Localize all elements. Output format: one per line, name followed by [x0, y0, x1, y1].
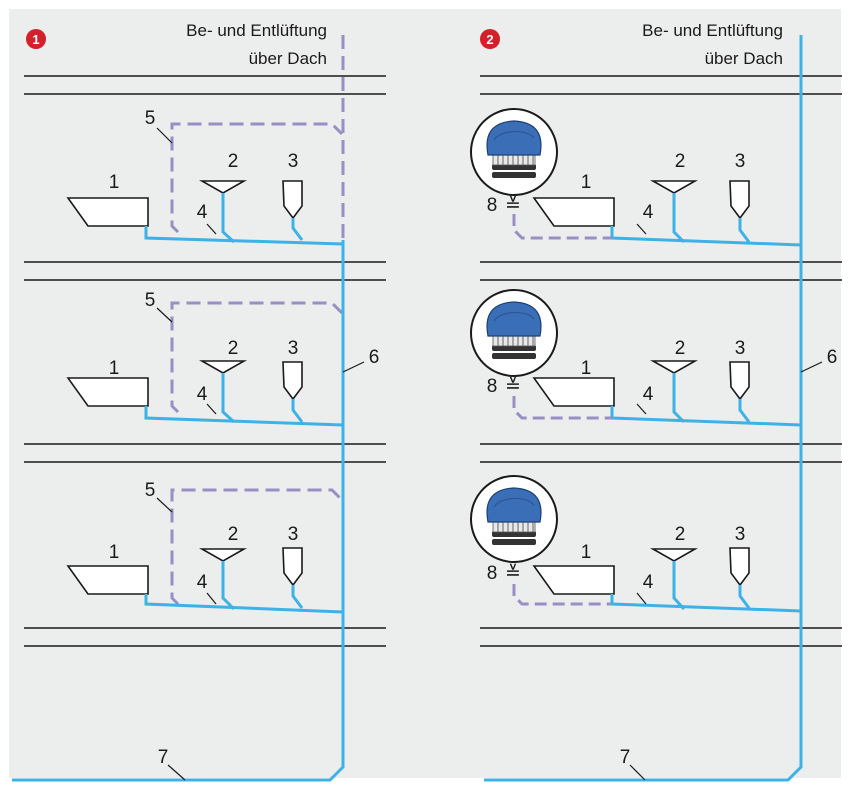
roof-vent-label-line2: über Dach: [705, 49, 783, 68]
floor-drain-icon: [282, 547, 303, 587]
label-2: 2: [228, 151, 239, 172]
branch-pipe: [144, 594, 344, 614]
label-2: 2: [228, 338, 239, 359]
label-1: 1: [109, 542, 120, 563]
floor-drain-icon: [282, 180, 303, 220]
main-stack-pipe: [484, 35, 803, 782]
label-5: 5: [145, 290, 156, 311]
valve-symbol: ≚: [505, 563, 521, 584]
washbasin-icon: [533, 377, 615, 407]
label-8: 8: [487, 563, 498, 584]
slab-line: [479, 443, 843, 463]
label-6: 6: [827, 347, 838, 368]
slab-line: [23, 443, 387, 463]
secondary-vent-3: [170, 488, 344, 606]
air-admittance-valve-icon: [470, 108, 558, 196]
floor-drain-icon: [282, 361, 303, 401]
funnel-icon: [649, 360, 699, 374]
label-4: 4: [197, 384, 208, 405]
label-2: 2: [675, 338, 686, 359]
label-1: 1: [581, 542, 592, 563]
label-3: 3: [735, 151, 746, 172]
funnel-icon: [198, 548, 248, 562]
label-3: 3: [288, 338, 299, 359]
label-7: 7: [620, 747, 631, 768]
slab-line: [23, 261, 387, 281]
label-2: 2: [675, 151, 686, 172]
label-3: 3: [288, 151, 299, 172]
label-4: 4: [643, 202, 654, 223]
label-6: 6: [369, 347, 380, 368]
secondary-vent-1: [170, 122, 344, 234]
label-7: 7: [158, 747, 169, 768]
secondary-vent-2: [170, 301, 344, 414]
slab-line: [23, 75, 387, 95]
washbasin-icon: [67, 565, 149, 595]
label-4: 4: [197, 572, 208, 593]
floor-drain-icon: [729, 361, 750, 401]
branch-pipe: [144, 226, 344, 246]
label-3: 3: [288, 524, 299, 545]
main-stack-pipe: [12, 240, 345, 782]
label-5: 5: [145, 108, 156, 129]
label-1: 1: [109, 358, 120, 379]
valve-connection: [512, 214, 612, 240]
floor-drain-icon: [729, 547, 750, 587]
badge-2: 2: [480, 29, 500, 49]
washbasin-icon: [67, 377, 149, 407]
funnel-icon: [649, 548, 699, 562]
label-1: 1: [109, 172, 120, 193]
air-admittance-valve-icon: [470, 289, 558, 377]
label-5: 5: [145, 480, 156, 501]
washbasin-icon: [533, 197, 615, 227]
washbasin-icon: [67, 197, 149, 227]
roof-vent-label-line1: Be- und Entlüftung: [642, 21, 783, 40]
floor-drain-icon: [729, 180, 750, 220]
air-admittance-valve-icon: [470, 475, 558, 563]
branch-pipe: [144, 406, 344, 427]
label-8: 8: [487, 376, 498, 397]
label-3: 3: [735, 338, 746, 359]
label-4: 4: [197, 202, 208, 223]
label-2: 2: [228, 524, 239, 545]
slab-line: [23, 627, 387, 647]
svg-text:2: 2: [486, 32, 493, 47]
roof-vent-label-line2: über Dach: [249, 49, 327, 68]
valve-connection: [512, 584, 612, 606]
branch-pipe: [610, 226, 802, 247]
label-1: 1: [581, 358, 592, 379]
funnel-icon: [649, 180, 699, 194]
valve-connection: [512, 396, 612, 420]
slab-line: [479, 627, 843, 647]
valve-symbol: ≚: [505, 195, 521, 216]
branch-pipe: [610, 406, 802, 427]
left-panel: 1 Be- und Entlüftung über Dach: [12, 21, 387, 782]
washbasin-icon: [533, 565, 615, 595]
funnel-icon: [198, 180, 248, 194]
right-panel: 2 Be- und Entlüftung über Dach: [470, 21, 843, 782]
svg-text:1: 1: [32, 32, 39, 47]
label-2: 2: [675, 524, 686, 545]
funnel-icon: [198, 360, 248, 374]
badge-1: 1: [26, 29, 46, 49]
slab-line: [479, 261, 843, 281]
label-4: 4: [643, 572, 654, 593]
roof-vent-label-line1: Be- und Entlüftung: [186, 21, 327, 40]
valve-symbol: ≚: [505, 376, 521, 397]
label-1: 1: [581, 172, 592, 193]
label-4: 4: [643, 384, 654, 405]
label-8: 8: [487, 195, 498, 216]
slab-line: [479, 75, 843, 95]
label-3: 3: [735, 524, 746, 545]
